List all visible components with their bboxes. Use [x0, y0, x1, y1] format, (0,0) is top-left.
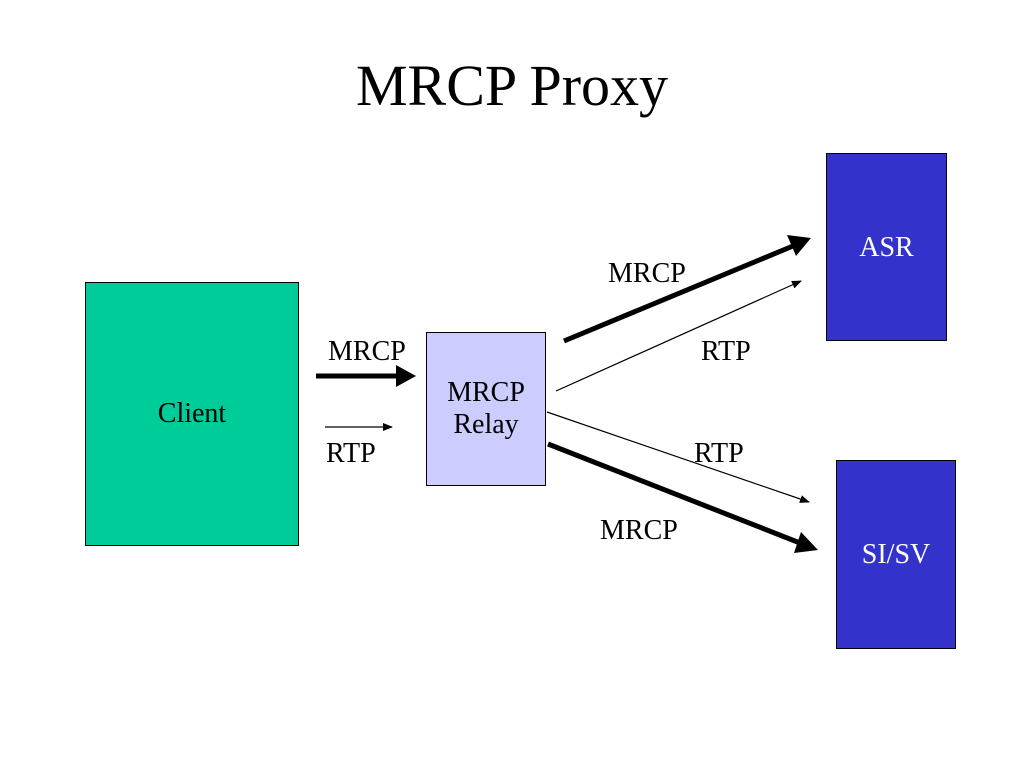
asr-label: ASR: [859, 232, 914, 263]
sisv-label: SI/SV: [861, 538, 931, 570]
sisv-rtp-label: RTP: [694, 438, 744, 469]
client-label: Client: [157, 398, 227, 429]
client-box: Client: [85, 282, 299, 546]
sisv-mrcp-label: MRCP: [600, 515, 678, 546]
client-mrcp-label: MRCP: [328, 336, 406, 367]
asr-mrcp-label: MRCP: [608, 258, 686, 289]
slide-title: MRCP Proxy: [355, 53, 669, 118]
relay-label-line1: MRCP: [447, 377, 525, 408]
relay-asr-rtp-arrow: [555, 280, 802, 392]
asr-box: ASR: [826, 153, 947, 341]
asr-rtp-label: RTP: [701, 336, 751, 367]
relay-sisv-rtp-arrow: [546, 411, 810, 503]
client-rtp-label: RTP: [326, 438, 376, 469]
relay-asr-mrcp-arrowhead: [787, 235, 811, 256]
client-relay-mrcp-arrowhead: [396, 365, 416, 387]
mrcp-relay-box: MRCP Relay: [426, 332, 546, 486]
relay-label-line2: Relay: [453, 409, 519, 440]
relay-sisv-mrcp-arrow: [547, 441, 801, 546]
sisv-box: SI/SV: [836, 460, 956, 649]
relay-asr-mrcp-arrow: [563, 243, 794, 344]
relay-sisv-mrcp-arrowhead: [794, 532, 818, 553]
